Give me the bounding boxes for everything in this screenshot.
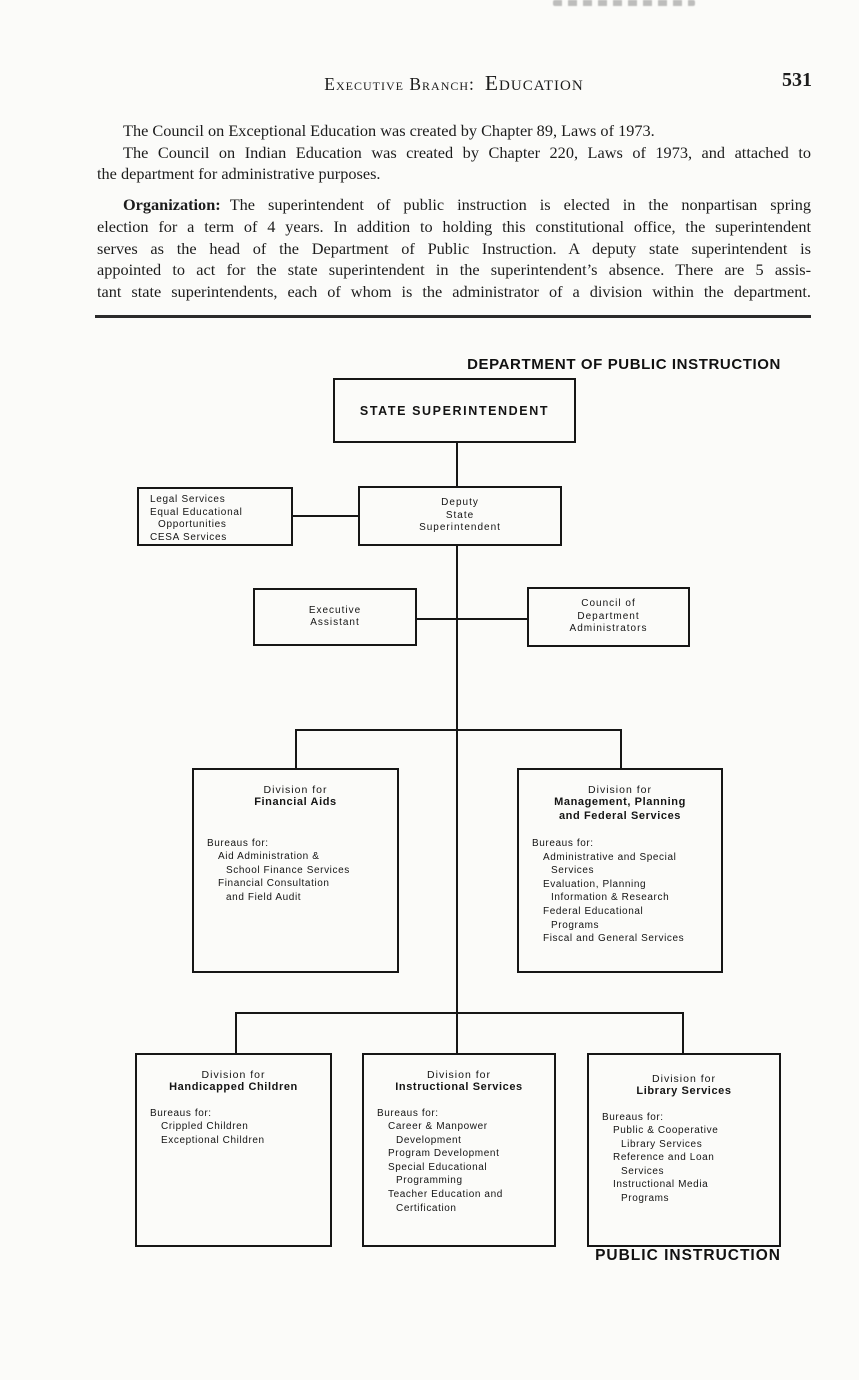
paragraph-exceptional-education: The Council on Exceptional Education was…	[123, 121, 655, 140]
paragraph-organization-line5: tant state superintendents, each of whom…	[97, 281, 811, 301]
council-line: Council of	[581, 598, 636, 610]
bureaus-list: Bureaus for: Career & Manpower Developme…	[364, 1107, 554, 1216]
connector-drop-management	[620, 729, 622, 770]
division-title: Division for	[427, 1069, 491, 1081]
bureau-item: Programs	[621, 1193, 670, 1205]
bureau-item: Crippled Children	[161, 1121, 249, 1133]
council-line: Department	[577, 610, 640, 622]
bureau-item: Exceptional Children	[161, 1134, 265, 1146]
council-line: Administrators	[569, 623, 648, 635]
running-header-chapter: Education	[484, 71, 584, 95]
bureau-item: Administrative and Special	[543, 851, 677, 863]
running-header: Executive Branch: Education	[97, 71, 811, 96]
exec-line: Executive	[308, 604, 362, 616]
bureau-item: Programs	[551, 919, 600, 931]
box-executive-assistant: Executive Assistant	[253, 588, 417, 646]
page-number: 531	[782, 69, 812, 91]
box-staff-services: Legal Services Equal Educational Opportu…	[137, 487, 293, 546]
bureau-item: Program Development	[388, 1148, 500, 1160]
bureau-item: Teacher Education and	[388, 1189, 503, 1201]
bureau-item: Development	[396, 1134, 462, 1146]
deputy-line: State	[445, 509, 475, 521]
bureau-item: Certification	[396, 1202, 457, 1214]
box-division-library-services: Division for Library Services Bureaus fo…	[587, 1053, 781, 1247]
bureau-item: Instructional Media	[613, 1179, 709, 1191]
bureau-item: Public & Cooperative	[613, 1125, 719, 1137]
bureau-item: and Field Audit	[226, 891, 302, 903]
organization-label: Organization:	[123, 195, 221, 215]
deputy-line: Deputy	[441, 497, 479, 509]
connector-drop-library	[682, 1012, 684, 1055]
paragraph-indian-education-line2: the department for administrative purpos…	[97, 164, 381, 184]
bureau-item: Career & Manpower	[388, 1121, 488, 1133]
box-division-instructional-services: Division for Instructional Services Bure…	[362, 1053, 556, 1247]
division-name: Handicapped Children	[169, 1081, 298, 1093]
box-division-financial-aids: Division for Financial Aids Bureaus for:…	[192, 768, 399, 973]
box-division-handicapped-children: Division for Handicapped Children Bureau…	[135, 1053, 332, 1247]
body-text: The Council on Exceptional Education was…	[97, 120, 811, 303]
paragraph-organization-line1: Organization: The superintendent of publi…	[97, 194, 811, 216]
division-name: Financial Aids	[254, 796, 337, 808]
connector-divisions-row1	[295, 729, 622, 731]
bureau-item: Federal Educational	[543, 905, 644, 917]
box-state-superintendent-label: STATE SUPERINTENDENT	[359, 403, 550, 418]
staff-line: Equal Educational	[150, 506, 243, 518]
bureau-item: Library Services	[621, 1138, 703, 1150]
connector-drop-handicapped	[235, 1012, 237, 1055]
box-division-management-planning: Division for Management, Planning and Fe…	[517, 768, 723, 973]
bureaus-list: Bureaus for: Administrative and Special …	[519, 837, 721, 946]
organization-line1-text: The superintendent of public instruction…	[229, 195, 811, 215]
bureaus-label: Bureaus for:	[377, 1107, 439, 1119]
bureau-item: Fiscal and General Services	[543, 933, 685, 945]
paragraph-indian-education-line1: The Council on Indian Education was crea…	[123, 142, 811, 162]
staff-line: Legal Services	[150, 494, 226, 505]
bureaus-label: Bureaus for:	[532, 838, 594, 849]
connector-staff-to-deputy	[291, 515, 360, 517]
divider-rule	[95, 315, 811, 318]
division-title: Division for	[263, 784, 328, 796]
bureaus-label: Bureaus for:	[150, 1107, 212, 1119]
bureau-item: School Finance Services	[226, 864, 350, 876]
paragraph-organization-line4: appointed to act for the state superinte…	[97, 260, 811, 280]
division-name: Management, Planning	[554, 796, 686, 808]
bureau-item: Programming	[396, 1175, 463, 1187]
paragraph-organization-line3: serves as the head of the Department of …	[97, 238, 811, 258]
paragraph-organization-line2: election for a term of 4 years. In addit…	[97, 216, 811, 236]
bureaus-list: Bureaus for: Crippled Children Exception…	[137, 1107, 330, 1148]
division-name: Instructional Services	[395, 1081, 523, 1093]
staff-line: Opportunities	[158, 519, 227, 531]
exec-line: Assistant	[310, 617, 360, 628]
bureau-item: Reference and Loan	[613, 1152, 715, 1164]
connector-divisions-row2	[235, 1012, 684, 1014]
bureau-item: Special Educational	[388, 1161, 488, 1173]
division-name: and Federal Services	[558, 809, 682, 822]
bureau-item: Financial Consultation	[218, 878, 330, 890]
division-title: Division for	[201, 1069, 266, 1081]
division-title: Division for	[652, 1073, 716, 1085]
bureau-item: Services	[621, 1165, 665, 1177]
chart-title: DEPARTMENT OF PUBLIC INSTRUCTION	[467, 356, 781, 373]
staff-line: CESA Services	[150, 531, 227, 543]
running-header-section: Executive Branch:	[324, 74, 475, 94]
bureau-item: Evaluation, Planning	[543, 878, 647, 890]
box-state-superintendent: STATE SUPERINTENDENT	[333, 378, 576, 443]
box-deputy-state-superintendent: Deputy State Superintendent	[358, 486, 562, 546]
bureau-item: Aid Administration &	[218, 851, 320, 863]
box-council-of-department-administrators: Council of Department Administrators	[527, 587, 690, 647]
bureau-item: Services	[551, 865, 595, 877]
chart-footer: PUBLIC INSTRUCTION	[595, 1247, 781, 1264]
connector-drop-financial	[295, 729, 297, 770]
division-title: Division for	[588, 784, 652, 796]
connector-exec-council	[415, 618, 529, 620]
division-name: Library Services	[636, 1085, 732, 1097]
bureau-item: Information & Research	[551, 892, 670, 904]
connector-state-to-deputy	[456, 441, 458, 488]
bureaus-list: Bureaus for: Aid Administration & School…	[194, 837, 397, 905]
connector-central-spine	[456, 544, 458, 1055]
bureaus-label: Bureaus for:	[207, 837, 269, 849]
page-top-artifact	[553, 0, 695, 6]
deputy-line: Superintendent	[419, 522, 501, 534]
bureaus-label: Bureaus for:	[602, 1111, 664, 1123]
bureaus-list: Bureaus for: Public & Cooperative Librar…	[589, 1111, 779, 1206]
